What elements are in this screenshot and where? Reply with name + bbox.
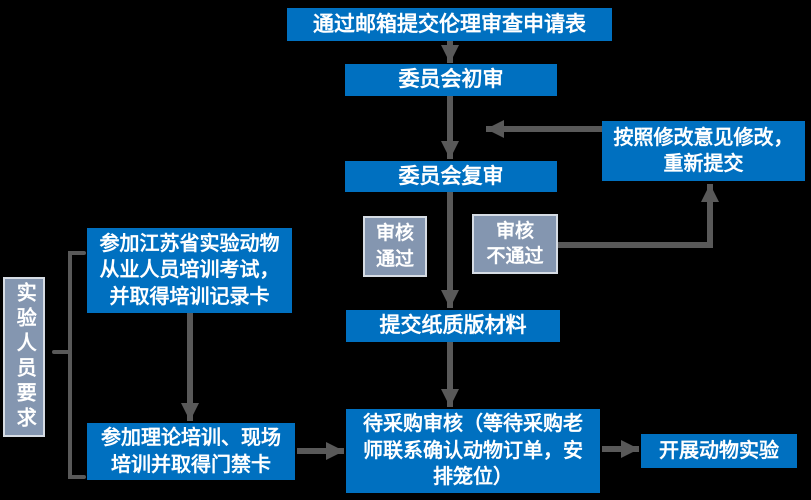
node-procurement-review: 待采购审核（等待采购老 师联系确认动物订单，安 排笼位） bbox=[346, 409, 600, 493]
node-review-passed: 审核 通过 bbox=[363, 216, 427, 277]
node-onsite-training: 参加理论培训、现场 培训并取得门禁卡 bbox=[87, 423, 295, 480]
brace-personnel-requirements bbox=[68, 251, 86, 479]
node-conduct-experiment: 开展动物实验 bbox=[641, 434, 797, 468]
arrow-failed-to-revise bbox=[558, 184, 719, 248]
node-initial-review: 委员会初审 bbox=[345, 64, 557, 96]
node-re-review: 委员会复审 bbox=[345, 161, 557, 192]
node-submit-email: 通过邮箱提交伦理审查申请表 bbox=[287, 8, 612, 41]
node-review-failed: 审核 不通过 bbox=[472, 214, 558, 274]
node-personnel-requirement: 实验人员要求 bbox=[3, 277, 45, 437]
node-revise-resubmit: 按照修改意见修改， 重新提交 bbox=[602, 121, 805, 181]
node-submit-paper: 提交纸质版材料 bbox=[346, 310, 560, 342]
node-training-exam: 参加江苏省实验动物 从业人员培训考试， 并取得培训记录卡 bbox=[87, 228, 292, 313]
